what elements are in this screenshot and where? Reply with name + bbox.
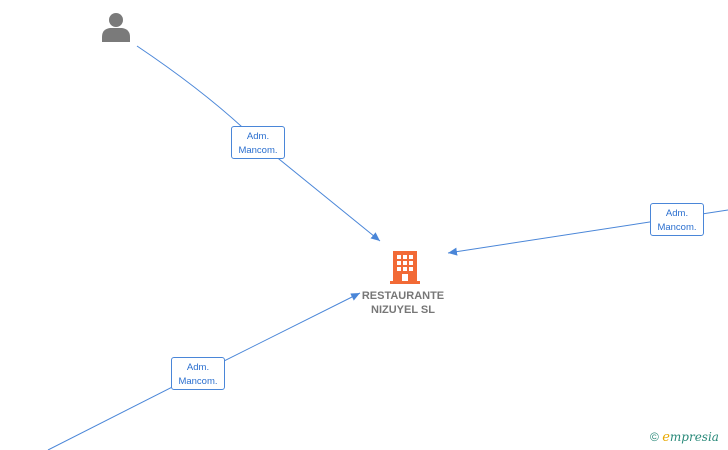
- copyright-symbol: ©: [650, 430, 659, 444]
- company-name-label[interactable]: RESTAURANTE NIZUYEL SL: [343, 289, 463, 317]
- empresia-watermark: © empresia: [650, 430, 719, 445]
- edge-label-type: Mancom.: [657, 222, 697, 233]
- company-name-line1: RESTAURANTE: [361, 290, 445, 302]
- brand-name: mpresia: [669, 430, 719, 444]
- edge-label-role: Adm.: [665, 208, 689, 219]
- person-icon: [102, 13, 130, 42]
- company-name-line2: NIZUYEL SL: [371, 304, 435, 316]
- company-node[interactable]: [388, 249, 424, 285]
- brand-initial: e: [662, 430, 670, 445]
- edge-label-role: Adm.: [186, 362, 210, 373]
- edge-label-right[interactable]: Adm. Mancom.: [650, 203, 704, 236]
- edge-label-type: Mancom.: [178, 376, 218, 387]
- person-node[interactable]: [100, 12, 132, 42]
- building-icon: [390, 251, 420, 284]
- edge-label-type: Mancom.: [238, 145, 278, 156]
- edge-label-top-left[interactable]: Adm. Mancom.: [231, 126, 285, 159]
- edge-label-bottom-left[interactable]: Adm. Mancom.: [171, 357, 225, 390]
- edge-label-role: Adm.: [246, 131, 270, 142]
